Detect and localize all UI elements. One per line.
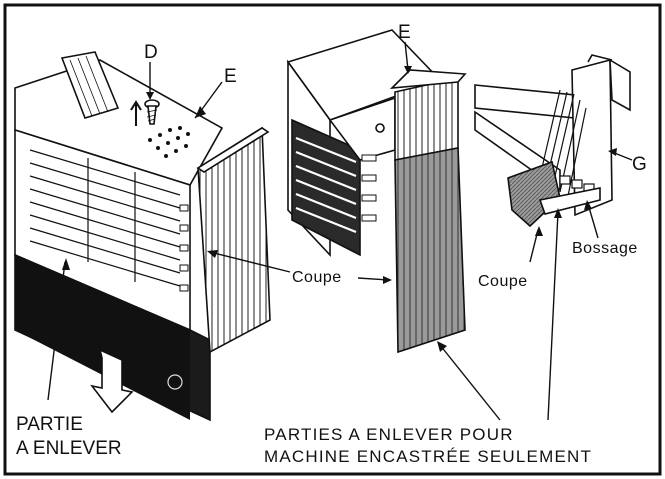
- label-cut-middle: Coupe: [292, 269, 342, 286]
- left-screw-holes: [148, 126, 190, 158]
- outer-frame: [3, 3, 662, 476]
- right-shaded-removal: [507, 160, 561, 228]
- left-grille: [29, 149, 181, 287]
- middle-illustration: [286, 29, 467, 354]
- label-e-left: E: [224, 66, 237, 87]
- middle-panel-lower-removal: [394, 147, 466, 354]
- screw-icon: [144, 99, 160, 125]
- label-boss: Bossage: [572, 240, 638, 257]
- label-remove-part-line1: PARTIE: [16, 414, 83, 435]
- label-g: G: [632, 154, 647, 175]
- middle-fins: [295, 136, 357, 234]
- left-illustration: [14, 51, 271, 422]
- right-illustration: [474, 54, 631, 228]
- label-remove-part-line2: A ENLEVER: [16, 438, 122, 459]
- up-arrow-icon: [130, 100, 142, 126]
- label-cut-right: Coupe: [478, 273, 528, 290]
- leader-lines: [47, 41, 633, 421]
- left-panel-clips: [179, 204, 189, 292]
- leader-arrowheads: [62, 66, 617, 352]
- label-e-middle: E: [398, 22, 411, 43]
- down-arrow-icon: [90, 348, 134, 414]
- label-d: D: [144, 42, 158, 63]
- middle-cavity: [291, 118, 361, 257]
- label-remove-parts-line1: PARTIES A ENLEVER POUR: [264, 425, 514, 444]
- label-remove-parts-line2: MACHINE ENCASTRÉE SEULEMENT: [264, 447, 592, 466]
- middle-panel-upper: [394, 77, 459, 161]
